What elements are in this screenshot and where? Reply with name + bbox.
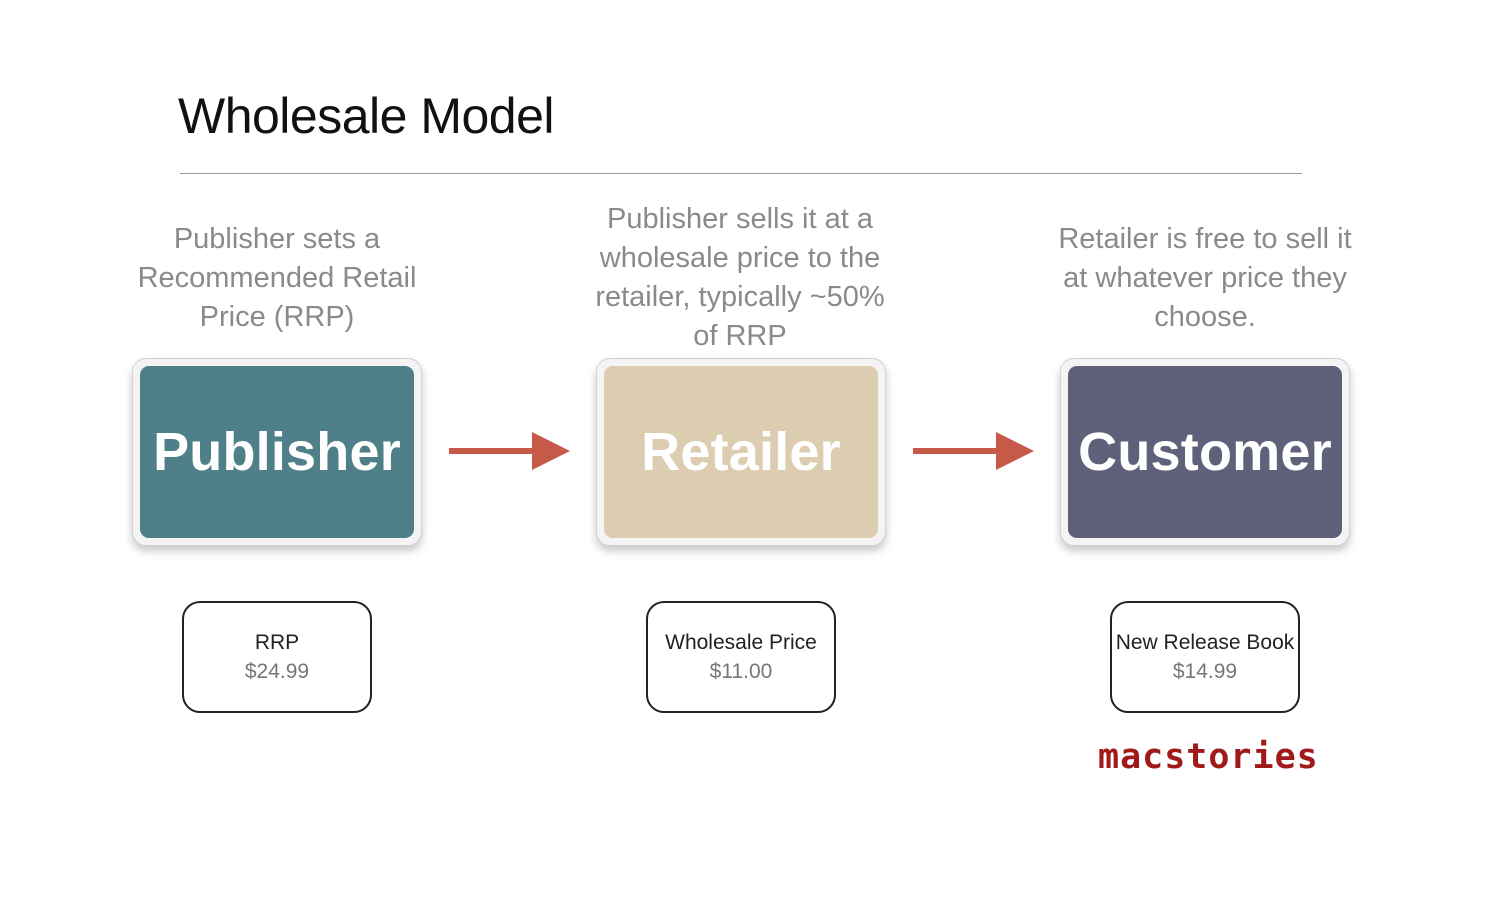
retailer-node-label: Retailer: [604, 366, 878, 538]
arrow-retailer-to-customer: [913, 432, 1034, 470]
price-label: Wholesale Price: [665, 631, 817, 654]
title-divider: [180, 173, 1302, 174]
price-value: $11.00: [709, 660, 773, 683]
publisher-node: Publisher: [132, 358, 422, 546]
macstories-logo: macstories: [1098, 737, 1319, 777]
arrow-publisher-to-retailer: [449, 432, 570, 470]
slide-title: Wholesale Model: [178, 88, 555, 144]
price-label: New Release Book: [1115, 631, 1295, 654]
price-value: $14.99: [1172, 660, 1238, 683]
price-label: RRP: [254, 631, 300, 654]
price-value: $24.99: [244, 660, 310, 683]
caption-publisher: Publisher sets a Recommended Retail Pric…: [137, 223, 417, 333]
publisher-node-label: Publisher: [140, 366, 414, 538]
rrp-price-box: RRP $24.99: [182, 601, 372, 713]
retailer-node: Retailer: [596, 358, 886, 546]
caption-customer: Retailer is free to sell it at whatever …: [1058, 223, 1352, 333]
customer-node: Customer: [1060, 358, 1350, 546]
customer-node-label: Customer: [1068, 366, 1342, 538]
wholesale-price-box: Wholesale Price $11.00: [646, 601, 836, 713]
caption-retailer: Publisher sells it at a wholesale price …: [595, 203, 885, 352]
new-release-price-box: New Release Book $14.99: [1110, 601, 1300, 713]
